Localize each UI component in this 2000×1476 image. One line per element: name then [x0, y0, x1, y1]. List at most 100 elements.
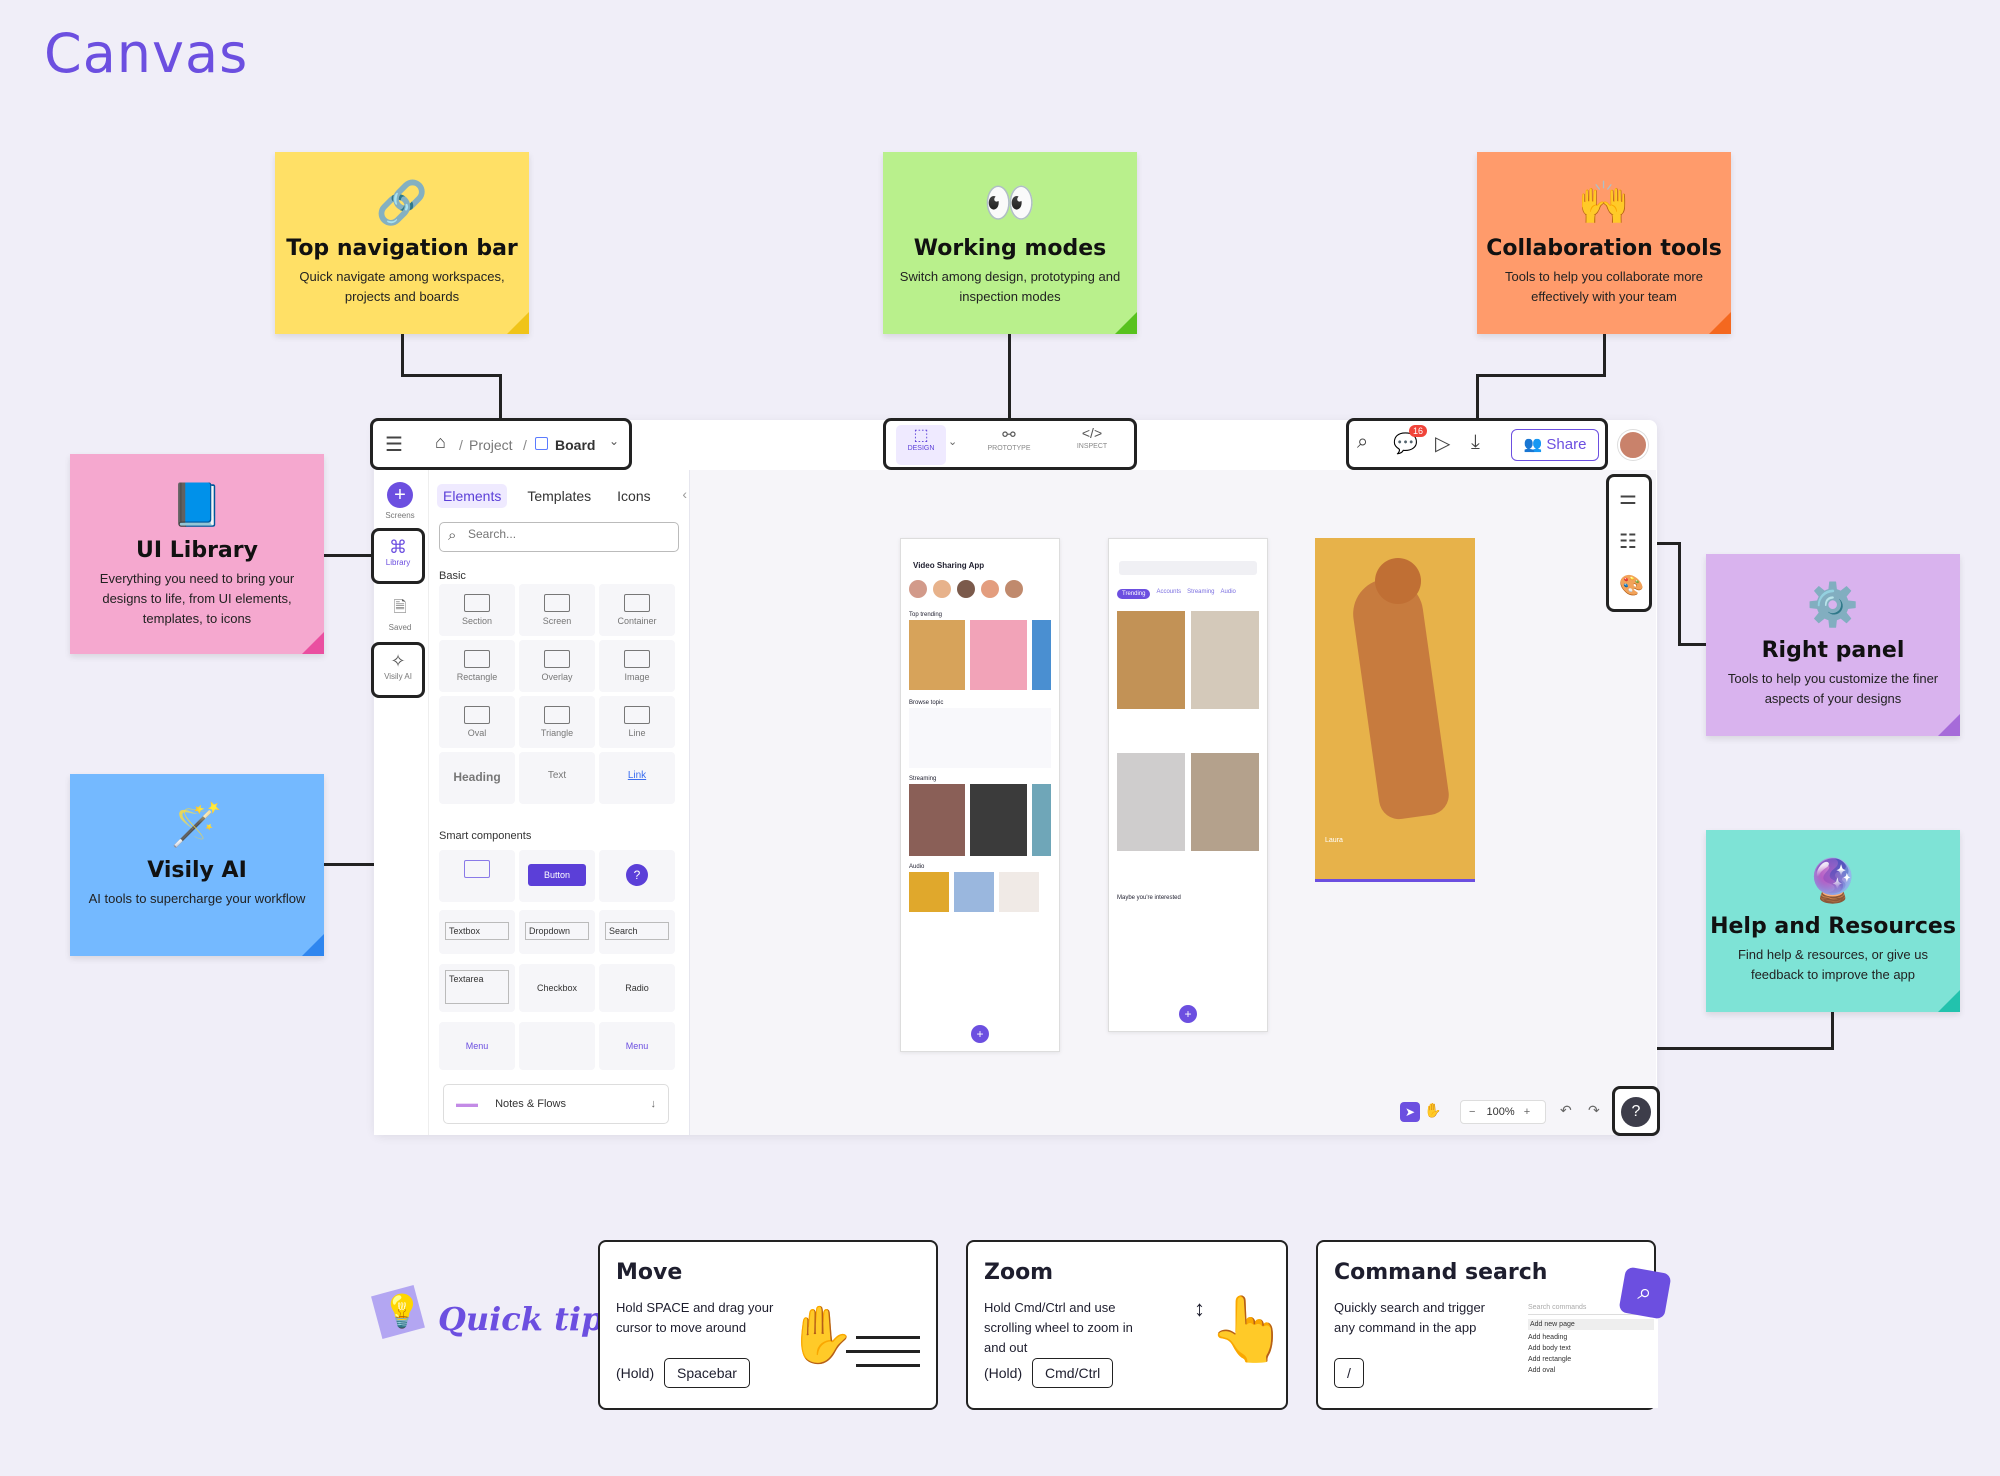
screen-video-player[interactable]: Laura: [1315, 538, 1475, 882]
palette-icon[interactable]: 🎨: [1619, 575, 1644, 597]
notes-flows-label: Notes & Flows: [495, 1098, 566, 1110]
screens-label: Screens: [385, 511, 415, 520]
tip-key-hint: (Hold) Cmd/Ctrl: [984, 1358, 1114, 1388]
basic-item-rectangle[interactable]: Rectangle: [439, 640, 515, 692]
textbox-component[interactable]: Textbox: [439, 910, 515, 954]
visily-ai-button[interactable]: ✧ Visily AI: [371, 642, 425, 698]
library-button[interactable]: ⌘ Library: [371, 528, 425, 584]
play-icon[interactable]: ▷: [1435, 433, 1451, 455]
help-component[interactable]: ?: [599, 850, 675, 902]
basic-item-oval[interactable]: Oval: [439, 696, 515, 748]
breadcrumb-board[interactable]: Board: [555, 437, 596, 453]
mode-prototype[interactable]: ⚯ PROTOTYPE: [974, 425, 1044, 465]
basic-item-overlay[interactable]: Overlay: [519, 640, 595, 692]
command-item: Add new page: [1528, 1319, 1654, 1330]
menu-component[interactable]: Menu: [439, 1022, 515, 1070]
pointer-icon[interactable]: ➤: [1400, 1102, 1420, 1122]
search-input[interactable]: [468, 527, 668, 541]
textarea-component[interactable]: Textarea: [439, 964, 515, 1012]
right-panel-toolbar: ⚌ ☷ 🎨: [1606, 474, 1652, 612]
screens-button[interactable]: + Screens: [380, 482, 420, 520]
mode-design[interactable]: ⬚ DESIGN: [896, 425, 946, 465]
note-desc: Switch among design, prototyping and ins…: [899, 269, 1121, 304]
basic-item-container[interactable]: Container: [599, 584, 675, 636]
tab-templates[interactable]: Templates: [527, 488, 592, 504]
checkbox-component[interactable]: Checkbox: [519, 964, 595, 1012]
mode-inspect[interactable]: </> INSPECT: [1062, 425, 1122, 465]
note-desc: AI tools to supercharge your workflow: [88, 891, 306, 906]
chevron-down-icon[interactable]: ⌄: [948, 436, 958, 448]
comment-icon[interactable]: 💬: [1393, 433, 1418, 455]
note-fold: [1115, 312, 1137, 334]
library-search[interactable]: ⌕: [439, 522, 679, 552]
hold-label: (Hold): [984, 1365, 1023, 1381]
search-icon[interactable]: ⌕: [1357, 431, 1369, 453]
saved-button[interactable]: 🗎 Saved: [380, 596, 420, 632]
tip-title: Zoom: [984, 1260, 1054, 1285]
basic-item-image[interactable]: Image: [599, 640, 675, 692]
tip-command-search: Command search Quickly search and trigge…: [1316, 1240, 1672, 1410]
canvas-tools: ➤ ✋: [1396, 1100, 1446, 1126]
basic-item-triangle[interactable]: Triangle: [519, 696, 595, 748]
basic-item-section[interactable]: Section: [439, 584, 515, 636]
avatar[interactable]: [1618, 430, 1648, 460]
audio-row: [909, 872, 1051, 912]
triangle-icon: [544, 706, 570, 724]
help-button-frame: ?: [1612, 1086, 1660, 1136]
tip-key-hint: /: [1334, 1358, 1364, 1388]
tip-desc: Quickly search and trigger any command i…: [1334, 1300, 1486, 1335]
connector-line: [324, 863, 400, 866]
collapse-icon[interactable]: ‹: [682, 486, 687, 502]
search-component[interactable]: Search: [599, 910, 675, 954]
tab-elements[interactable]: Elements: [437, 484, 508, 508]
table-component[interactable]: [439, 850, 515, 902]
basic-item-line[interactable]: Line: [599, 696, 675, 748]
help-button[interactable]: ?: [1621, 1097, 1651, 1127]
screen-video-sharing-home[interactable]: Video Sharing App Top trending Browse to…: [900, 538, 1060, 1052]
basic-item-text[interactable]: Text: [519, 752, 595, 804]
share-button[interactable]: 👥 Share: [1511, 429, 1599, 461]
sliders-icon[interactable]: ⚌: [1619, 487, 1637, 509]
zoom-out-icon[interactable]: −: [1469, 1106, 1476, 1118]
tab-icons[interactable]: Icons: [617, 488, 651, 504]
tab-accounts: Accounts: [1156, 589, 1182, 595]
undo-icon[interactable]: ↶: [1560, 1102, 1572, 1118]
redo-icon[interactable]: ↷: [1588, 1102, 1600, 1118]
top-navigation-bar: ☰ ⌂ / Project / Board ⌄: [370, 418, 632, 470]
screen-search-results[interactable]: Trending Accounts Streaming Audio Maybe …: [1108, 538, 1268, 1032]
link-icon: 🔗: [375, 179, 429, 226]
raised-hands-icon: 🙌: [1577, 179, 1631, 226]
document-icon: 🗎: [393, 599, 407, 616]
plus-icon: +: [387, 482, 413, 508]
command-palette: Search commands Add new page Add heading…: [1524, 1300, 1658, 1408]
home-icon[interactable]: ⌂: [435, 432, 446, 452]
radio-component[interactable]: Radio: [599, 964, 675, 1012]
dropdown-component[interactable]: Dropdown: [519, 910, 595, 954]
button-component[interactable]: Button: [519, 850, 595, 902]
plus-icon: +: [971, 1025, 989, 1043]
tip-desc: Hold Cmd/Ctrl and use scrolling wheel to…: [984, 1300, 1133, 1355]
command-item: Add oval: [1528, 1367, 1556, 1374]
video-progress: [1315, 879, 1475, 882]
basic-item-label: Oval: [467, 728, 487, 738]
download-icon[interactable]: ⤓: [1471, 431, 1480, 453]
basic-item-label: Rectangle: [456, 672, 498, 682]
users-icon: 👥: [1523, 436, 1543, 453]
tab-menu-component[interactable]: [519, 1022, 595, 1070]
note-desc: Everything you need to bring your design…: [99, 571, 295, 626]
basic-item-screen[interactable]: Screen: [519, 584, 595, 636]
screen-icon: [544, 594, 570, 612]
note-help-and-resources: 🔮 Help and Resources Find help & resourc…: [1706, 830, 1960, 1012]
side-menu-component[interactable]: Menu: [599, 1022, 675, 1070]
basic-item-link[interactable]: Link: [599, 752, 675, 804]
note-title: Working modes: [913, 236, 1107, 261]
menu-icon[interactable]: ☰: [385, 434, 403, 456]
layers-icon[interactable]: ☷: [1619, 531, 1637, 553]
hand-icon[interactable]: ✋: [1424, 1102, 1442, 1118]
basic-item-heading[interactable]: Heading: [439, 752, 515, 804]
breadcrumb-project[interactable]: Project: [469, 437, 513, 453]
chevron-down-icon[interactable]: ⌄: [609, 434, 620, 448]
zoom-in-icon[interactable]: +: [1523, 1106, 1531, 1118]
notes-flows-button[interactable]: ▬▬ Notes & Flows ↓: [443, 1084, 669, 1124]
zoom-level[interactable]: 100%: [1486, 1106, 1515, 1118]
